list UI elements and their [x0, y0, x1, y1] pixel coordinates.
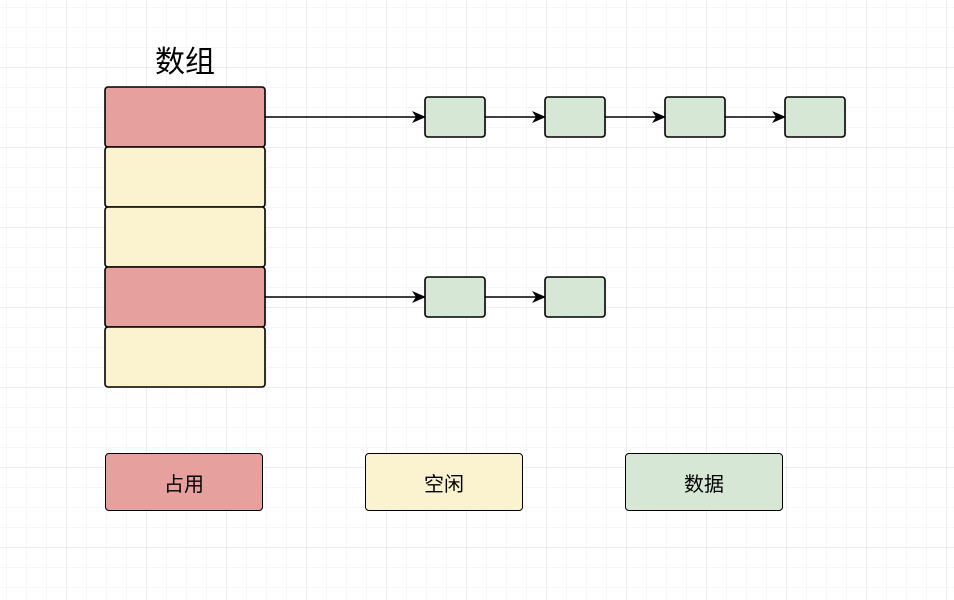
chain-node [544, 276, 606, 318]
legend-occupied: 占用 [105, 453, 263, 511]
legend-free: 空闲 [365, 453, 523, 511]
array-slot-free [104, 326, 266, 388]
array-title: 数组 [155, 45, 215, 80]
chain-node [664, 96, 726, 138]
chain-node [784, 96, 846, 138]
linked-chains [265, 96, 846, 318]
legend-data-label: 数据 [684, 471, 724, 496]
array-slot-free [104, 146, 266, 208]
legend-data: 数据 [625, 453, 783, 511]
legend-free-label: 空闲 [424, 471, 464, 496]
array-slots [104, 86, 266, 388]
array-slot-occupied [104, 86, 266, 148]
chain-node [424, 96, 486, 138]
array-slot-free [104, 206, 266, 268]
chain-node [424, 276, 486, 318]
array-slot-occupied [104, 266, 266, 328]
legend-occupied-label: 占用 [164, 471, 204, 496]
chain-node [544, 96, 606, 138]
